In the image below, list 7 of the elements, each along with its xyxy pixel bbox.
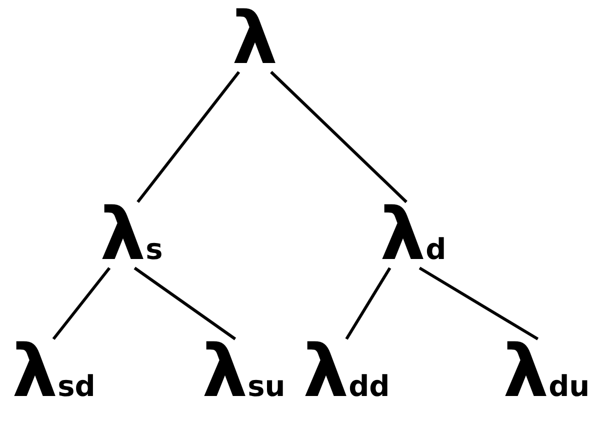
connector-line [134, 266, 236, 340]
connector-line [418, 266, 539, 340]
connector-line [136, 71, 240, 203]
connector-line [270, 70, 408, 204]
connector-line [52, 267, 111, 340]
connector-line [345, 267, 392, 340]
lambda-symbol: λ [232, 2, 278, 74]
